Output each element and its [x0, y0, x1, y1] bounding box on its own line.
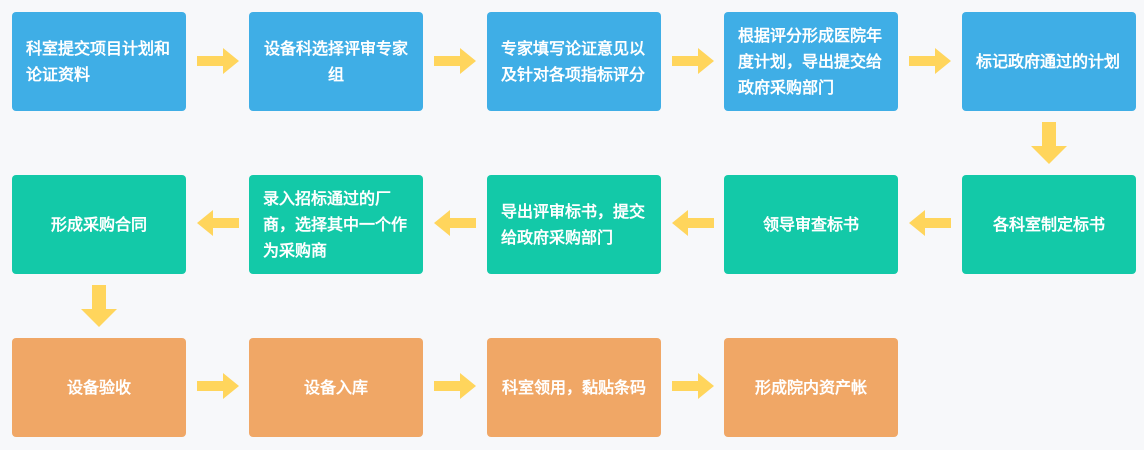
arrow-down-icon: [1031, 122, 1067, 164]
step-label-2: 设备科选择评审专家组: [263, 38, 408, 84]
arrow-right-icon: [434, 373, 476, 399]
step-label-5: 标记政府通过的计划: [976, 51, 1121, 71]
step-label-1: 科室提交项目计划和论证资料: [26, 38, 171, 84]
step-label-11: 设备验收: [66, 377, 131, 397]
step-box-10: 形成采购合同: [12, 175, 186, 274]
step-label-4: 根据评分形成医院年度计划，导出提交给政府采购部门: [738, 25, 883, 97]
step-label-7: 领导审查标书: [762, 214, 859, 234]
step-label-8: 导出评审标书，提交给政府采购部门: [501, 201, 646, 247]
step-box-4: 根据评分形成医院年度计划，导出提交给政府采购部门: [724, 12, 898, 111]
arrow-left-icon: [197, 210, 239, 236]
step-box-1: 科室提交项目计划和论证资料: [12, 12, 186, 111]
step-label-14: 形成院内资产帐: [754, 377, 867, 397]
step-label-13: 科室领用，黏贴条码: [501, 377, 646, 397]
step-label-9: 录入招标通过的厂商，选择其中一个作为采购商: [263, 188, 408, 260]
arrow-right-icon: [197, 48, 239, 74]
arrow-right-icon: [909, 48, 951, 74]
arrow-right-icon: [197, 373, 239, 399]
step-label-10: 形成采购合同: [50, 214, 147, 234]
arrow-left-icon: [434, 210, 476, 236]
step-box-14: 形成院内资产帐: [724, 338, 898, 437]
step-box-8: 导出评审标书，提交给政府采购部门: [487, 175, 661, 274]
step-box-13: 科室领用，黏贴条码: [487, 338, 661, 437]
step-box-9: 录入招标通过的厂商，选择其中一个作为采购商: [249, 175, 423, 274]
step-box-7: 领导审查标书: [724, 175, 898, 274]
step-box-2: 设备科选择评审专家组: [249, 12, 423, 111]
step-box-11: 设备验收: [12, 338, 186, 437]
step-label-6: 各科室制定标书: [992, 214, 1105, 234]
arrow-down-icon: [81, 285, 117, 327]
step-box-5: 标记政府通过的计划: [962, 12, 1136, 111]
arrow-left-icon: [672, 210, 714, 236]
arrow-right-icon: [434, 48, 476, 74]
arrow-right-icon: [672, 48, 714, 74]
arrow-left-icon: [909, 210, 951, 236]
step-box-12: 设备入库: [249, 338, 423, 437]
step-box-6: 各科室制定标书: [962, 175, 1136, 274]
step-label-12: 设备入库: [303, 377, 368, 397]
arrow-right-icon: [672, 373, 714, 399]
step-label-3: 专家填写论证意见以及针对各项指标评分: [501, 38, 646, 84]
step-box-3: 专家填写论证意见以及针对各项指标评分: [487, 12, 661, 111]
